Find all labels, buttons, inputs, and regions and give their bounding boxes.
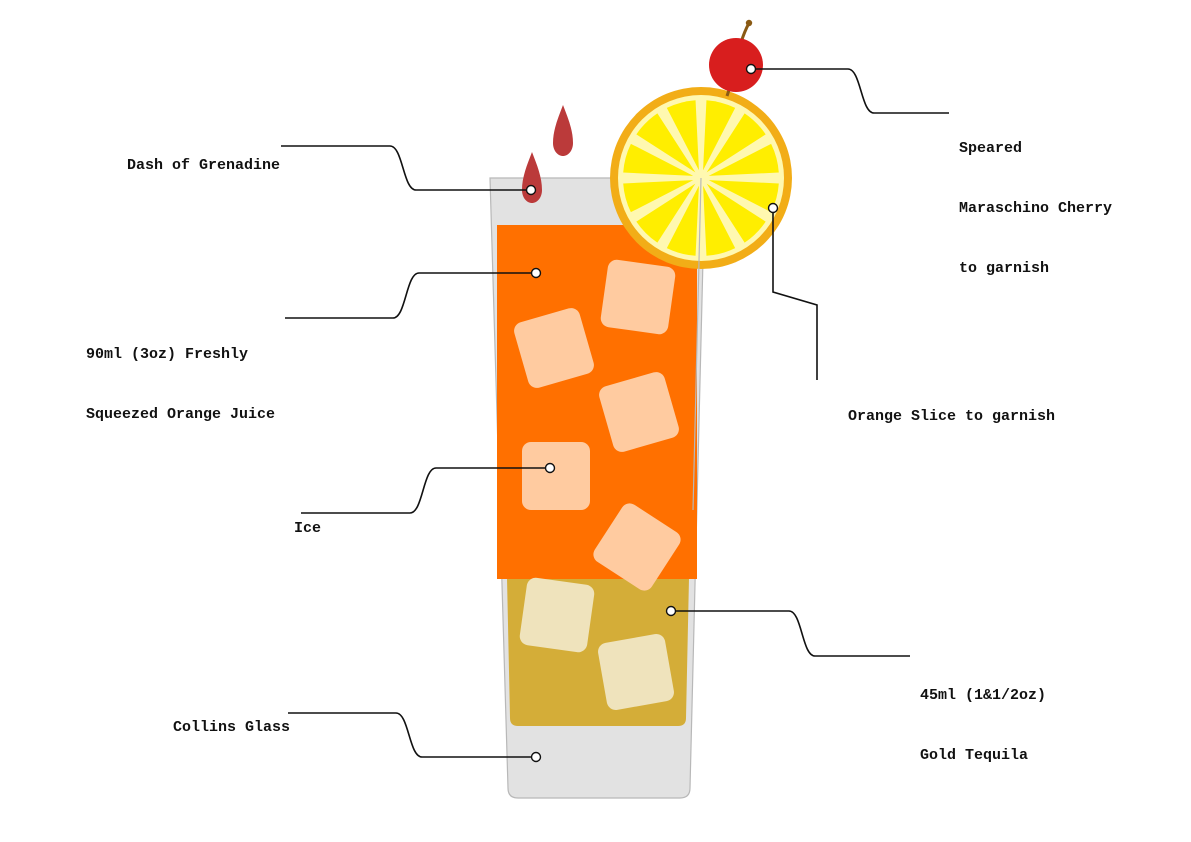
label-orange-juice-line1: 90ml (3oz) Freshly bbox=[86, 346, 249, 363]
label-collins-glass-text: Collins Glass bbox=[173, 719, 291, 736]
anchor-dot-orange-juice bbox=[530, 267, 542, 279]
leader-tequila bbox=[671, 610, 910, 657]
orange-segment bbox=[623, 143, 694, 176]
ice-cube-icon bbox=[599, 372, 679, 452]
label-grenadine-text: Dash of Grenadine bbox=[127, 157, 281, 174]
anchor-dot-ice bbox=[544, 462, 556, 474]
cherry-stem-tip bbox=[745, 19, 753, 27]
ice-cubes bbox=[514, 259, 681, 710]
label-collins-glass: Collins Glass bbox=[137, 698, 290, 758]
label-orange-juice: 90ml (3oz) Freshly Squeezed Orange Juice bbox=[86, 305, 275, 465]
label-cherry-line3: to garnish bbox=[959, 260, 1050, 277]
ice-cube-icon bbox=[598, 634, 674, 710]
orange-segment bbox=[703, 185, 736, 256]
orange-segment bbox=[666, 185, 699, 256]
anchor-dot-collins-glass bbox=[530, 751, 542, 763]
maraschino-cherry-icon bbox=[709, 19, 763, 97]
anchor-dot-orange-slice bbox=[767, 202, 779, 214]
orange-segment bbox=[706, 183, 766, 243]
ice-cube-icon bbox=[593, 503, 681, 591]
leader-ice bbox=[301, 467, 550, 514]
orange-segments bbox=[623, 100, 779, 256]
label-grenadine: Dash of Grenadine bbox=[91, 136, 280, 196]
leader-collins-glass bbox=[288, 712, 536, 758]
ice-cube-icon bbox=[519, 577, 595, 653]
orange-segment bbox=[666, 100, 699, 171]
label-cherry: Speared Maraschino Cherry to garnish bbox=[959, 99, 1112, 319]
orange-segment bbox=[706, 113, 766, 173]
anchor-dot-tequila bbox=[665, 605, 677, 617]
anchor-dots bbox=[525, 63, 779, 763]
label-cherry-line1: Speared bbox=[959, 140, 1023, 157]
cherry-body bbox=[709, 38, 763, 92]
label-tequila-line2: Gold Tequila bbox=[920, 747, 1029, 764]
orange-segment bbox=[708, 143, 779, 176]
label-ice: Ice bbox=[258, 499, 321, 559]
orange-segment bbox=[636, 183, 696, 243]
orange-segment bbox=[703, 100, 736, 171]
ice-cube-icon bbox=[522, 442, 590, 510]
grenadine-drop-icon bbox=[522, 152, 542, 203]
label-orange-slice-text: Orange Slice to garnish bbox=[848, 408, 1056, 425]
label-orange-juice-line2: Squeezed Orange Juice bbox=[86, 406, 276, 423]
leader-lines bbox=[281, 68, 949, 758]
orange-segment bbox=[623, 180, 694, 213]
label-tequila-line1: 45ml (1&1/2oz) bbox=[920, 687, 1047, 704]
grenadine-drop-icon bbox=[553, 105, 573, 156]
orange-segment bbox=[708, 180, 779, 213]
orange-segment bbox=[636, 113, 696, 173]
anchor-dot-grenadine bbox=[525, 184, 537, 196]
anchor-dot-cherry bbox=[745, 63, 757, 75]
label-ice-text: Ice bbox=[294, 520, 322, 537]
leader-cherry bbox=[751, 68, 949, 114]
label-orange-slice: Orange Slice to garnish bbox=[812, 387, 1055, 447]
ice-cube-icon bbox=[600, 259, 676, 335]
ice-cube-icon bbox=[514, 308, 594, 388]
straw bbox=[692, 177, 702, 511]
leader-orange-slice bbox=[772, 208, 818, 380]
leader-orange-juice bbox=[285, 272, 536, 319]
leader-grenadine bbox=[281, 145, 531, 191]
label-tequila: 45ml (1&1/2oz) Gold Tequila bbox=[920, 646, 1046, 806]
label-cherry-line2: Maraschino Cherry bbox=[959, 200, 1113, 217]
